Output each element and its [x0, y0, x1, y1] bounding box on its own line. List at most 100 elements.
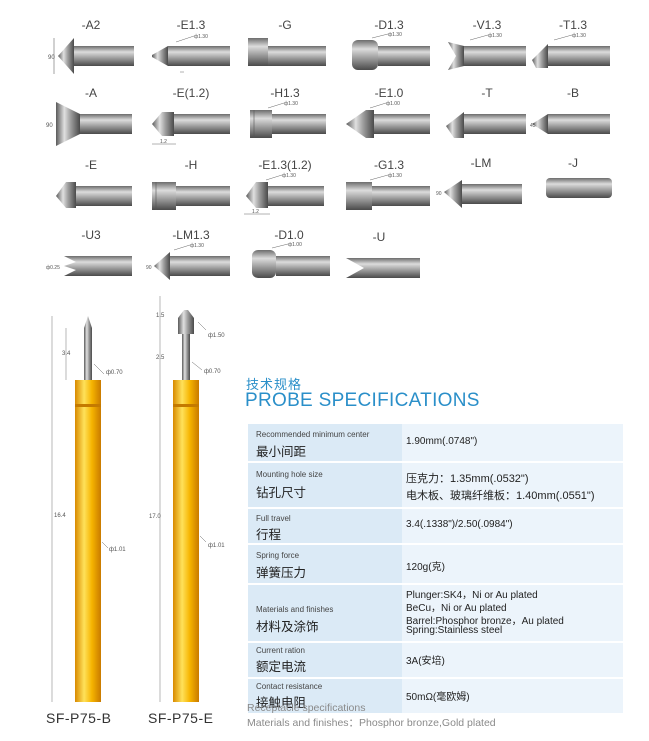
- spec-value: Barrel:Phosphor bronze，Au plated: [406, 616, 564, 627]
- tip-e1312-drawing: ф1.30 1.2: [244, 173, 324, 215]
- spec-value: 120g(克): [406, 562, 445, 573]
- tip-g13-drawing: ф1.30: [346, 173, 430, 210]
- probe-e-drawing: [159, 296, 207, 702]
- spec-value: 压克力：1.35mm(.0532"): [406, 473, 529, 485]
- tip-a: -A 90: [46, 86, 136, 148]
- tip-dim: ф1.30: [388, 173, 402, 179]
- tip-v13-drawing: ф1.30: [448, 33, 526, 70]
- spec-label-en: Spring force: [256, 551, 300, 560]
- tip-dim: 90: [46, 123, 53, 129]
- tip-dim: ф1.30: [572, 33, 586, 39]
- spec-row-materials: Materials and finishes 材料及涂饰 Plunger:SK4…: [248, 585, 623, 641]
- spec-label-en: Mounting hole size: [256, 470, 323, 479]
- probe-b-len-total: 16.4: [54, 513, 66, 519]
- tip-b-drawing: 45: [530, 114, 610, 134]
- tip-h: -H: [146, 158, 236, 220]
- tip-j-drawing: [546, 178, 612, 198]
- tip-t-drawing: [446, 112, 526, 138]
- tip-lm: -LM 90: [436, 156, 526, 218]
- tip-j: -J: [528, 156, 618, 218]
- tip-g-drawing: [248, 38, 326, 66]
- tip-label: -E1.0: [374, 86, 404, 100]
- spec-label-en: Current ration: [256, 646, 305, 655]
- tip-dim: ф1.30: [488, 33, 502, 39]
- tip-label: -A2: [81, 18, 101, 32]
- tip-h13-drawing: ф1.30: [250, 101, 326, 138]
- spec-row-spring-force: Spring force 弹簧压力 120g(克): [248, 545, 623, 583]
- tip-e10-drawing: ф1.00: [346, 101, 430, 138]
- spec-label-cn: 材料及涂饰: [256, 620, 319, 634]
- tip-label: -E: [85, 158, 97, 172]
- probe-sf-p75-b: 3.4 16.4 ф0.70 ф1.01 SF-P75-B: [30, 312, 140, 732]
- tip-b: -B 45: [528, 86, 618, 148]
- tip-d13-drawing: ф1.30: [352, 32, 430, 70]
- tip-label: -U: [372, 230, 386, 244]
- tip-e1312: -E1.3(1.2) ф1.30 1.2: [240, 158, 330, 220]
- probe-b-len-tip: 3.4: [62, 351, 71, 357]
- tip-label: -LM: [470, 156, 492, 170]
- footer-receptacle: Receptacle specifications: [247, 702, 366, 714]
- tip-d10: -D1.0 ф1.00: [244, 228, 334, 290]
- tip-label: -U3: [81, 228, 101, 242]
- spec-row-current: Current ration 额定电流 3A(安培): [248, 643, 623, 677]
- spec-value: 1.90mm(.0748"): [406, 436, 478, 447]
- probe-e-len-total: 17.0: [149, 514, 161, 520]
- tip-e12-drawing: 1.2: [152, 112, 230, 145]
- tip-label: -LM1.3: [172, 228, 210, 242]
- tip-t13: -T1.3 ф1.30: [528, 18, 618, 80]
- tip-h-drawing: [152, 182, 230, 210]
- spec-label-cn: 接触电阻: [256, 696, 307, 710]
- tip-t13-drawing: ф1.30: [532, 33, 610, 68]
- tip-label: -A: [85, 86, 97, 100]
- probe-b-dia-tip: ф0.70: [106, 370, 123, 376]
- tip-label: -G: [278, 18, 292, 32]
- spec-label-cn: 最小间距: [256, 445, 307, 459]
- probe-b-drawing: [51, 316, 109, 702]
- tip-label: -E1.3(1.2): [258, 158, 312, 172]
- spec-value: 电木板、玻璃纤维板：1.40mm(.0551"): [406, 490, 595, 502]
- tip-e-drawing: [56, 182, 132, 208]
- tip-label: -D1.0: [274, 228, 304, 242]
- tip-dim: 45: [530, 123, 536, 129]
- probe-e-len-head: 1.5: [156, 313, 165, 319]
- tip-label: -B: [567, 86, 579, 100]
- tip-lm-drawing: 90: [436, 180, 522, 208]
- tip-dim2: 1.2: [252, 209, 259, 215]
- spec-label-cn: 钻孔尺寸: [256, 486, 307, 500]
- tip-dim: 90: [48, 55, 55, 61]
- probe-e-len-neck: 2.5: [156, 355, 165, 361]
- probe-sf-p75-e: 1.5 2.5 17.0 ф1.50 ф0.70 ф1.01 SF-P75-E: [140, 292, 250, 732]
- tip-dim: ф0.25: [46, 265, 60, 271]
- tip-dim: ф1.00: [386, 101, 400, 107]
- probe-e-name: SF-P75-E: [148, 710, 214, 726]
- tip-label: -J: [568, 156, 578, 170]
- probe-e-dia-barrel: ф1.01: [208, 543, 225, 549]
- tip-dim: ф1.30: [194, 34, 208, 40]
- tip-u: -U: [334, 230, 424, 292]
- probe-e-dia-tip: ф0.70: [204, 369, 221, 375]
- spec-title-cn: 技术规格: [246, 377, 303, 392]
- tip-g13: -G1.3 ф1.30: [344, 158, 434, 220]
- tip-label: -V1.3: [472, 18, 502, 32]
- tip-dim: ф1.30: [284, 101, 298, 107]
- tip-e10: -E1.0 ф1.00: [344, 86, 434, 148]
- tip-v13: -V1.3 ф1.30: [442, 18, 532, 80]
- tip-dim: ф1.30: [190, 243, 204, 249]
- footer-materials: Materials and finishes：Phosphor bronze,G…: [247, 717, 496, 729]
- tip-e: -E: [46, 158, 136, 220]
- tip-label: -H1.3: [270, 86, 300, 100]
- spec-label-cn: 额定电流: [256, 660, 307, 674]
- spec-row-mounting-hole: Mounting hole size 钻孔尺寸 压克力：1.35mm(.0532…: [248, 463, 623, 507]
- spec-label-cn: 行程: [256, 528, 282, 542]
- spec-value: 50mΩ(毫欧姆): [406, 692, 470, 703]
- tip-g: -G: [240, 18, 330, 80]
- tip-u-drawing: [346, 258, 420, 278]
- tip-h13: -H1.3 ф1.30: [240, 86, 330, 148]
- tip-dim2: 90: [146, 265, 152, 271]
- tip-dim: ф1.30: [282, 173, 296, 179]
- tip-dim: 1.2: [160, 139, 167, 145]
- spec-value: Spring:Stainless steel: [406, 625, 503, 636]
- spec-label-en: Materials and finishes: [256, 605, 334, 614]
- tip-u3-drawing: ф0.25: [46, 256, 132, 276]
- tip-label: -D1.3: [374, 18, 404, 32]
